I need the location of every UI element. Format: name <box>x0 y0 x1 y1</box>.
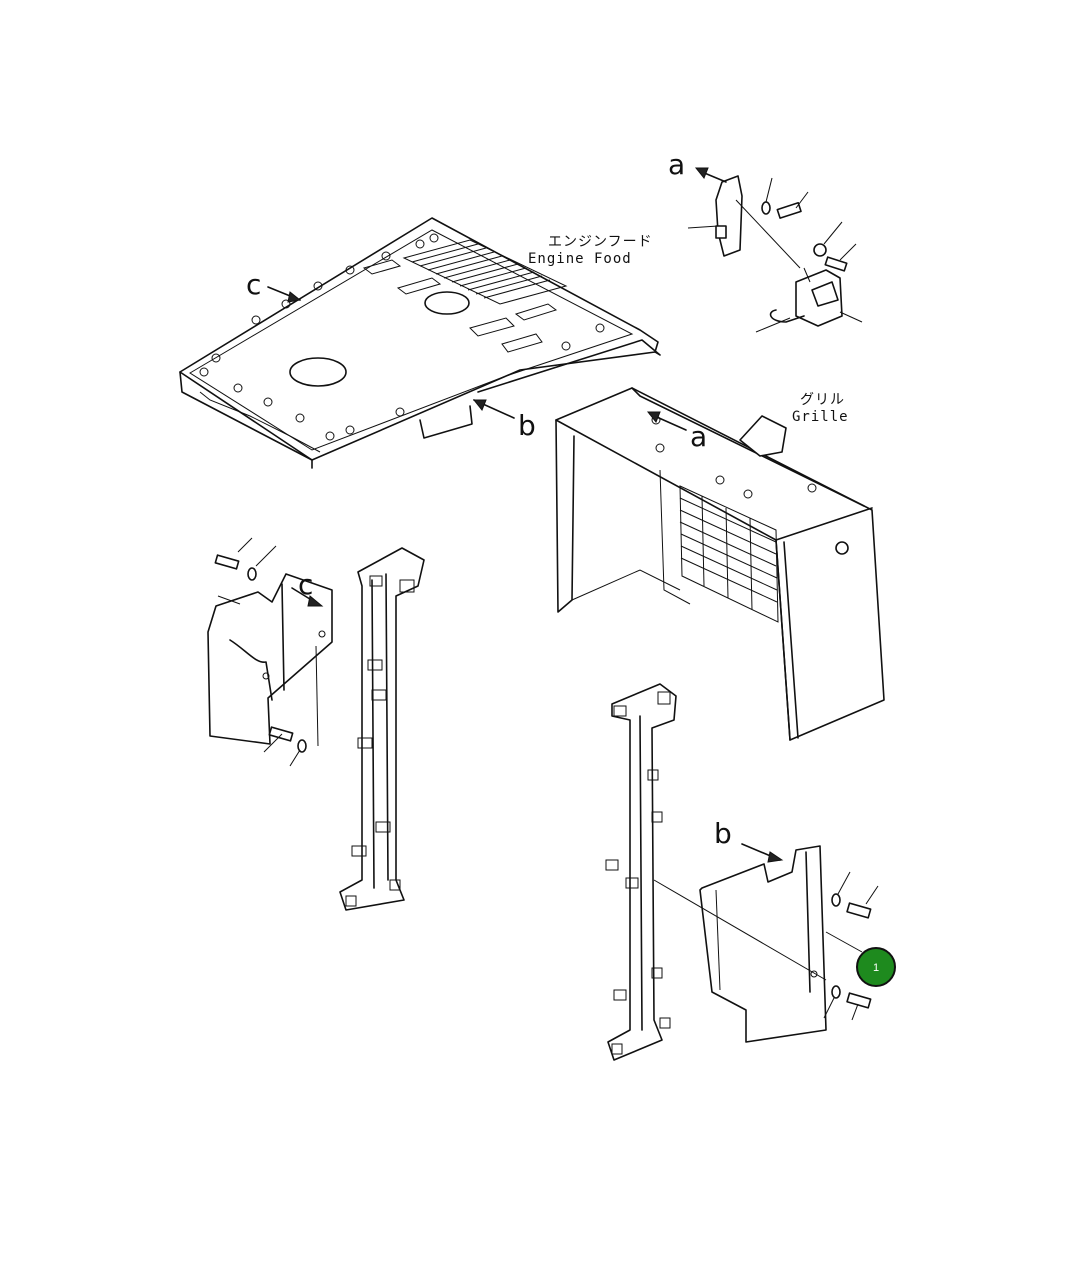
engine-hood-en-label: Engine Food <box>528 251 632 267</box>
left-cover <box>207 537 333 767</box>
right-post <box>605 683 677 1061</box>
arrow-c-hood-label: c <box>246 268 261 301</box>
arrow-b-hood-label: b <box>518 409 536 442</box>
arrow-b-cover-label: b <box>714 817 732 850</box>
arrow-b-cover: b <box>714 817 784 863</box>
arrow-c-cover: c <box>291 568 324 607</box>
arrow-b-hood: b <box>472 399 536 442</box>
callout-1[interactable]: 1 <box>856 947 896 987</box>
grille-jp-label: グリル <box>800 392 845 408</box>
engine-hood-jp-label: エンジンフード <box>548 234 653 250</box>
right-cover <box>653 845 879 1043</box>
arrow-a-top-label: a <box>668 148 685 181</box>
arrow-c-cover-label: c <box>298 568 313 601</box>
callout-1-number: 1 <box>873 962 879 974</box>
bracket-assembly: a <box>668 148 863 333</box>
arrow-a-grille-label: a <box>690 420 707 453</box>
grille-en-label: Grille <box>792 409 849 425</box>
arrow-a-grille: a <box>646 411 707 453</box>
callout-1-marker[interactable] <box>856 947 896 987</box>
left-post <box>339 547 425 911</box>
grille <box>555 387 885 741</box>
arrow-c-hood: c <box>246 268 302 303</box>
engine-hood <box>179 217 661 469</box>
